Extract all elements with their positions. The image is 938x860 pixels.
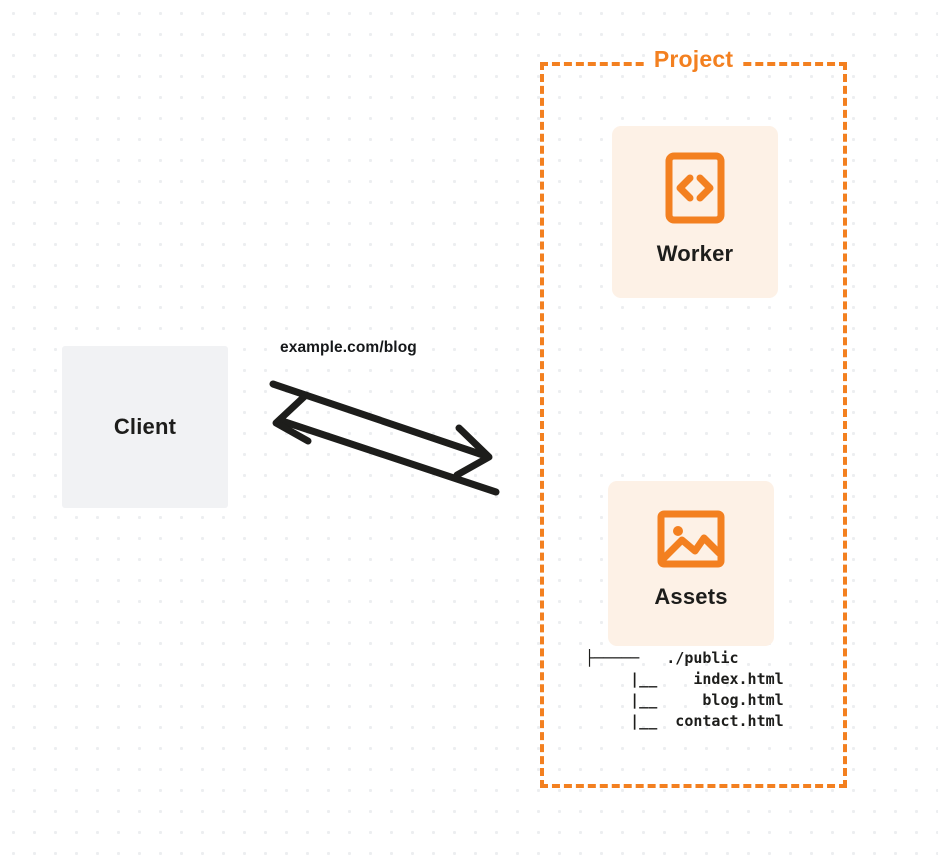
tree-line-root: ├───── ./public: [585, 649, 739, 667]
asset-file-tree: ├───── ./public |__ index.html |__ blog.…: [585, 648, 784, 732]
tree-line-index: |__ index.html: [585, 670, 784, 688]
code-brackets-icon: [665, 152, 725, 224]
worker-label: Worker: [656, 241, 734, 266]
node-assets[interactable]: Assets: [608, 481, 774, 646]
node-worker[interactable]: Worker: [612, 126, 778, 298]
tree-line-contact: |__ contact.html: [585, 712, 784, 730]
group-project: Project Worker Assets ├───── ./public |_…: [540, 45, 847, 788]
arrow-response: [272, 391, 500, 496]
tree-line-blog: |__ blog.html: [585, 691, 784, 709]
connection-label: example.com/blog: [280, 339, 417, 356]
client-label: Client: [113, 414, 177, 439]
project-title: Project: [646, 45, 741, 73]
image-icon: [657, 510, 725, 568]
node-client[interactable]: Client: [62, 346, 228, 508]
assets-label: Assets: [654, 584, 728, 609]
arrow-request: [269, 380, 493, 479]
